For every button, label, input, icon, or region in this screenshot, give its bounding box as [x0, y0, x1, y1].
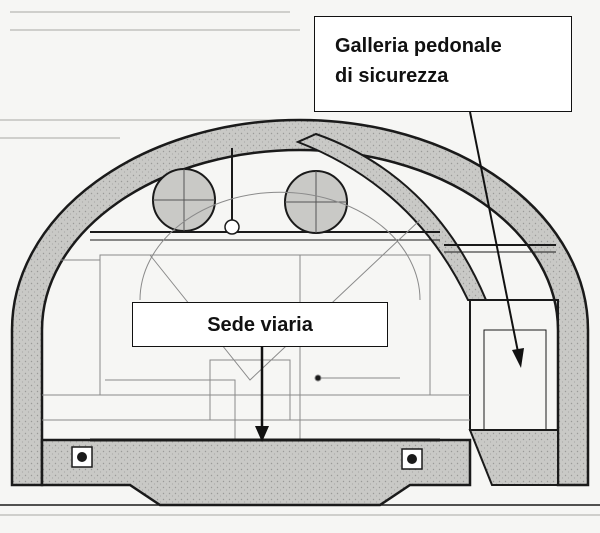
- road-label-box: Sede viaria: [132, 302, 388, 347]
- light-fixture-icon: [224, 219, 240, 235]
- gallery-label-line2: di sicurezza: [335, 65, 449, 87]
- gallery-label-box: Galleria pedonale di sicurezza: [314, 16, 572, 112]
- road-arrow: [255, 347, 269, 442]
- gallery-floor: [468, 429, 559, 486]
- background-scan-lines: [0, 11, 600, 516]
- road-label: Sede viaria: [207, 314, 313, 336]
- gallery-label-line1: Galleria pedonale: [335, 35, 502, 57]
- ceiling-structure: [90, 148, 440, 241]
- drain-icon: [401, 448, 423, 470]
- gallery-arrow: [469, 111, 524, 368]
- ventilation-fan-icon: [152, 168, 216, 232]
- drain-icon: [71, 446, 93, 468]
- ventilation-fan-icon: [284, 170, 348, 234]
